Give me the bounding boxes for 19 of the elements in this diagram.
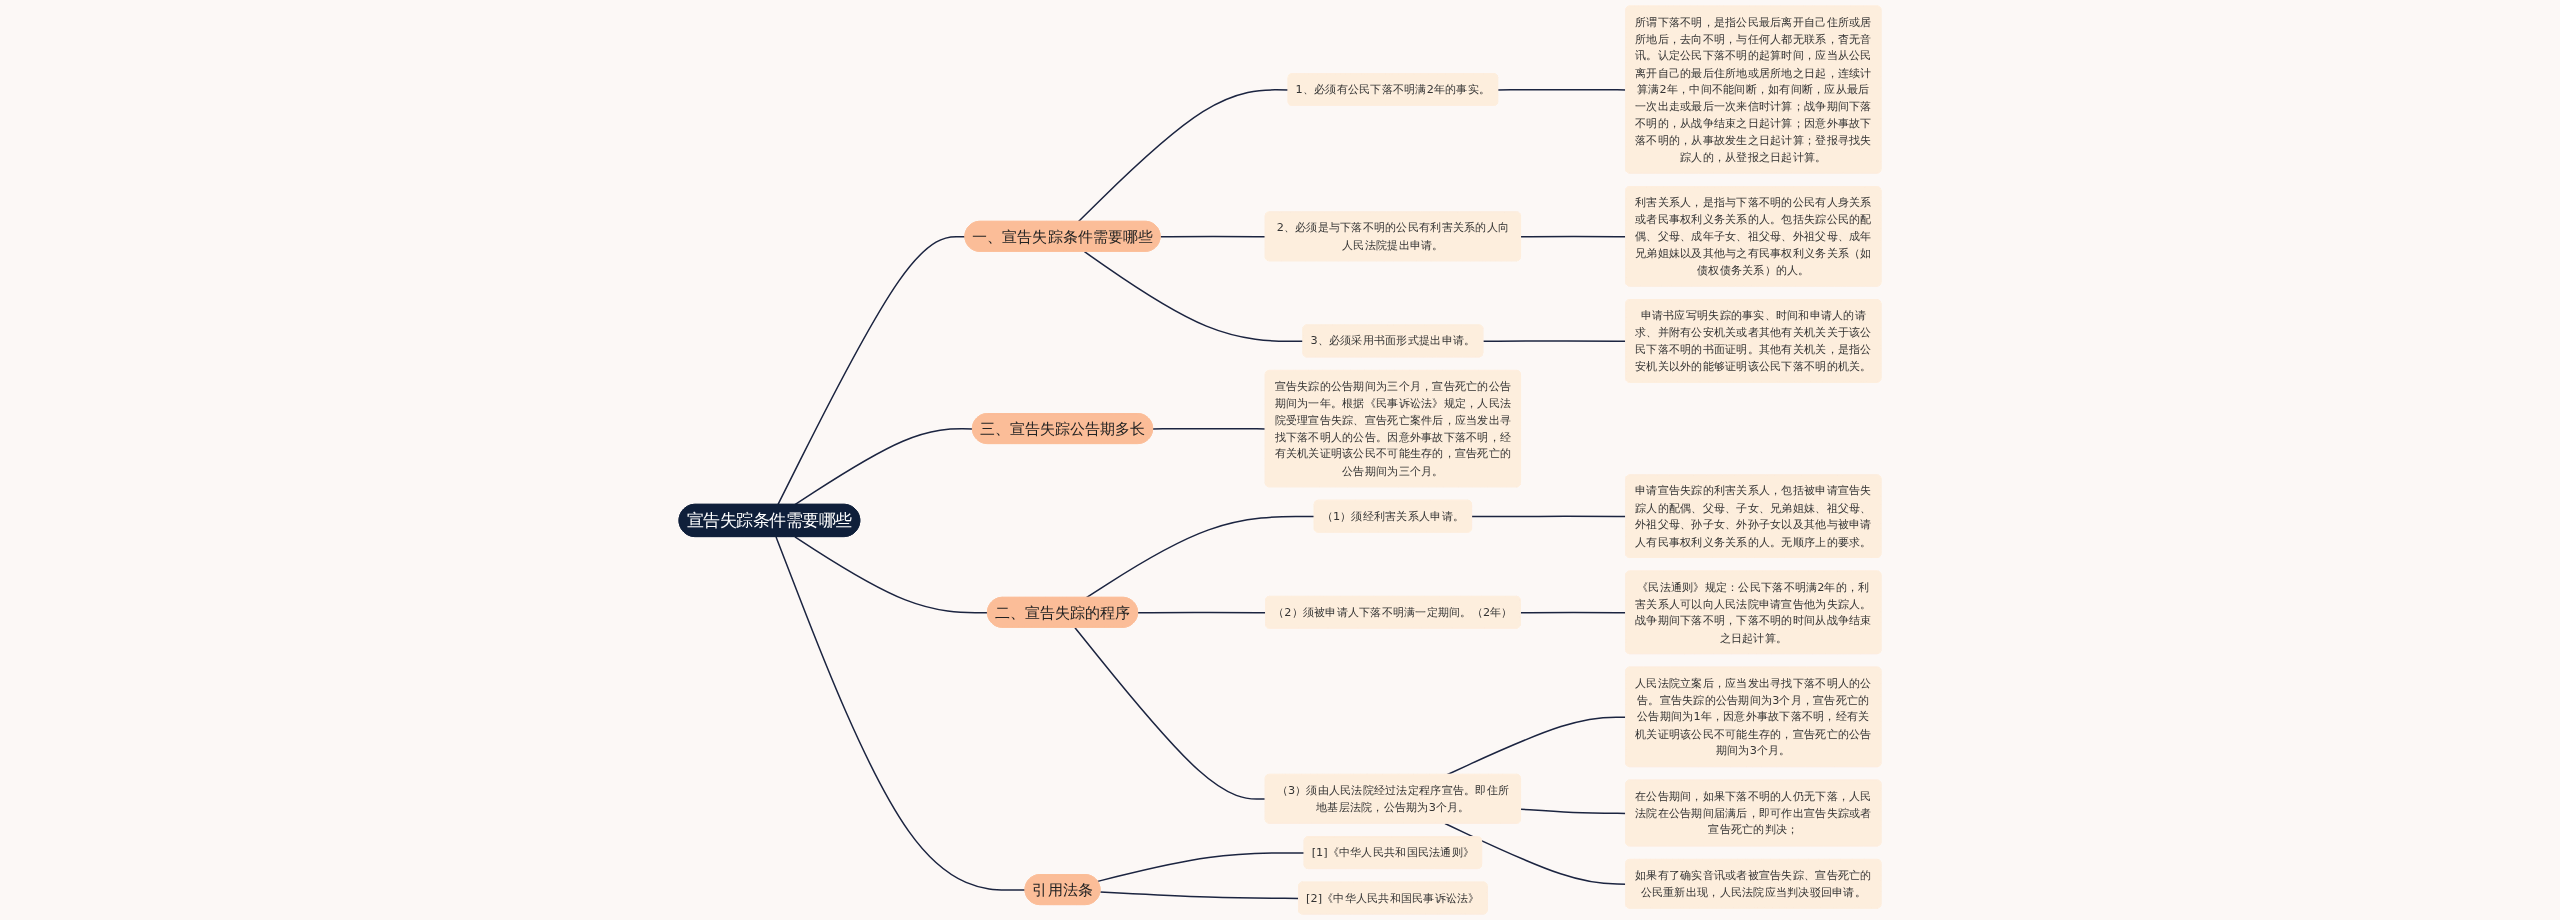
- connector: [1497, 88, 1627, 91]
- connector: [794, 428, 974, 506]
- connector: [1074, 626, 1267, 800]
- connector: [1152, 427, 1267, 430]
- connector: [1519, 611, 1627, 614]
- connector: [1077, 89, 1290, 223]
- connector: [777, 235, 967, 506]
- connector: [1159, 235, 1267, 238]
- connector: [1085, 515, 1316, 599]
- connector: [1520, 235, 1627, 238]
- connector: [1482, 340, 1627, 342]
- connector: [1137, 611, 1267, 614]
- connector: [1099, 891, 1300, 900]
- connector: [1444, 822, 1627, 885]
- connector: [1520, 808, 1627, 815]
- connector: [1097, 852, 1306, 883]
- connector: [794, 536, 989, 614]
- connector: [1471, 515, 1627, 518]
- connector: [1446, 716, 1627, 776]
